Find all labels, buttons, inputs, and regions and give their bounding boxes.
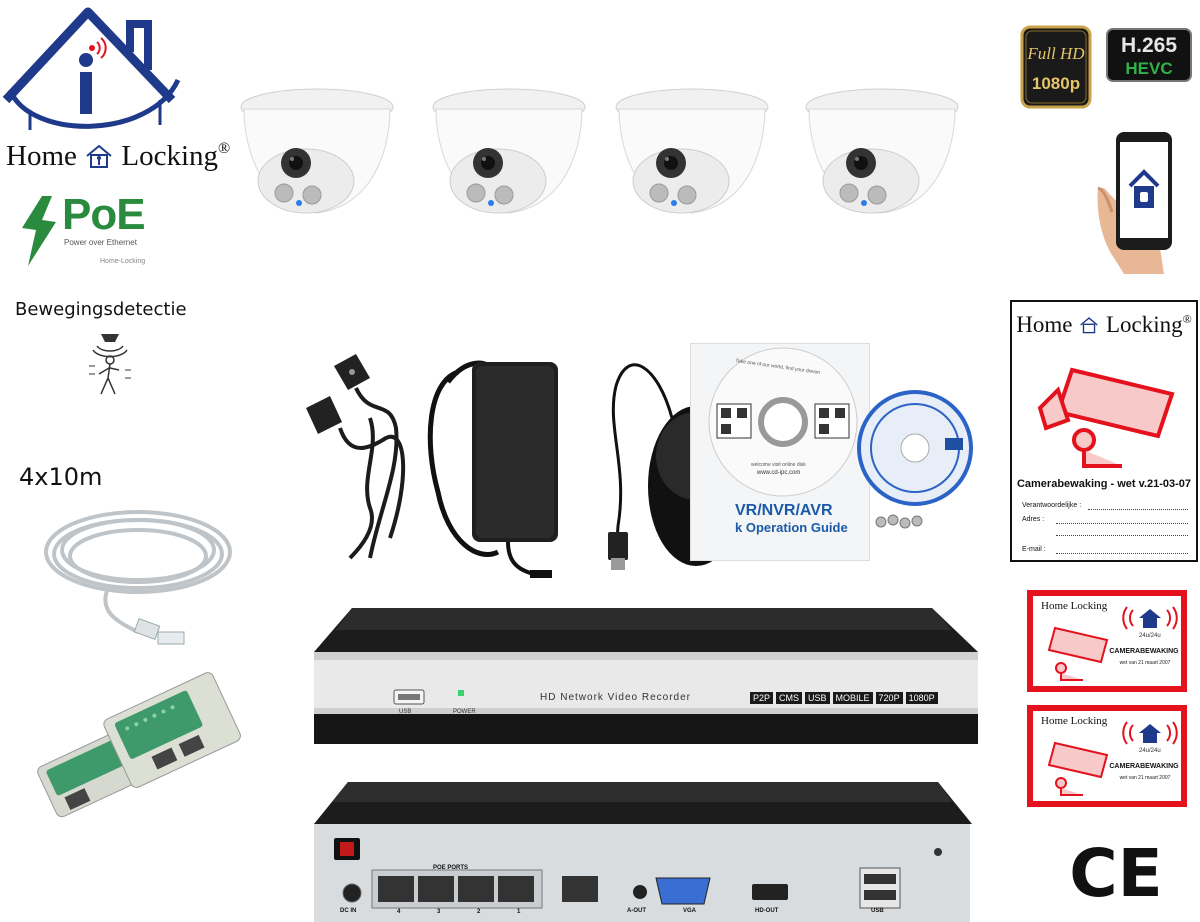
ce-text: CE bbox=[1069, 838, 1163, 904]
guide-title-line2: k Operation Guide bbox=[735, 520, 848, 535]
fullhd-badge: Full HD 1080p bbox=[1020, 25, 1092, 109]
poe-credit: Home-Locking bbox=[100, 258, 146, 265]
poe-ports-label: POE PORTS bbox=[433, 865, 469, 871]
dc-in-label: DC IN bbox=[340, 908, 357, 914]
wifi-icon bbox=[1122, 721, 1178, 745]
poe-port-number: 1 bbox=[517, 909, 521, 915]
dome-camera-4 bbox=[805, 88, 959, 214]
vga-label: VGA bbox=[683, 908, 697, 914]
nvr-feature-badges: P2P CMS USB MOBILE 720P 1080P bbox=[750, 692, 938, 704]
guide-cd-graphic bbox=[708, 347, 858, 497]
nvr-feature: USB bbox=[805, 692, 830, 704]
sticker-hours: 24u/24u bbox=[1139, 748, 1161, 754]
sticker-title: CAMERABEWAKING bbox=[1109, 763, 1179, 770]
brand-name-left: Home bbox=[6, 140, 77, 172]
cctv-icon bbox=[1047, 626, 1109, 681]
poe-subtitle: Power over Ethernet bbox=[64, 238, 137, 247]
house-small-icon bbox=[86, 144, 112, 168]
nvr-front-usb-label: USB bbox=[399, 709, 412, 715]
audio-out-label: A-OUT bbox=[627, 908, 646, 914]
sticker-brand: Home Locking bbox=[1041, 600, 1108, 612]
sign-registered: ® bbox=[1182, 312, 1192, 326]
nvr-feature: MOBILE bbox=[832, 692, 873, 704]
phone-icon bbox=[1097, 132, 1172, 274]
screws-image bbox=[875, 514, 923, 529]
dome-camera-2 bbox=[432, 88, 586, 214]
lightning-icon bbox=[22, 196, 56, 266]
fullhd-bottom-text: 1080p bbox=[1032, 74, 1080, 93]
camera-icon bbox=[632, 148, 730, 214]
wifi-icon bbox=[1122, 606, 1178, 630]
nvr-feature: 720P bbox=[875, 692, 903, 704]
guide-qr-caption: welcome visit online disk bbox=[751, 462, 806, 468]
guide-title-line1: VR/NVR/AVR bbox=[735, 502, 833, 519]
fullhd-top-text: Full HD bbox=[1026, 44, 1085, 63]
poe-logo bbox=[22, 196, 56, 266]
camera-icon bbox=[257, 148, 355, 214]
codec-top-text: H.265 bbox=[1121, 34, 1177, 57]
h265-badge: H.265 HEVC bbox=[1106, 28, 1192, 82]
poe-port-number: 2 bbox=[477, 909, 481, 915]
sign-brand-right: Locking bbox=[1105, 312, 1183, 337]
brand-logo bbox=[2, 7, 181, 130]
dome-camera-1 bbox=[240, 88, 394, 214]
camera-icon bbox=[822, 148, 920, 214]
dome-camera-3 bbox=[615, 88, 769, 214]
hd-out-label: HD-OUT bbox=[755, 908, 779, 914]
camera-surveillance-sign: Home Locking® Camerabewaking - wet v.21-… bbox=[1010, 300, 1198, 562]
sign-brand: Home Locking® bbox=[1012, 312, 1196, 338]
cable-length-label: 4x10m bbox=[19, 463, 103, 491]
nvr-feature: 1080P bbox=[905, 692, 938, 704]
nvr-back-image bbox=[314, 782, 972, 922]
usb-label: USB bbox=[871, 908, 884, 914]
house-small-icon bbox=[1080, 317, 1098, 334]
brand-name-right: Locking bbox=[121, 140, 219, 172]
nvr-front-image bbox=[314, 608, 978, 744]
sticker-brand: Home Locking bbox=[1041, 715, 1108, 727]
nvr-feature: P2P bbox=[750, 692, 774, 704]
camera-icon bbox=[449, 148, 547, 214]
surveillance-sticker-1: Home Locking 24u/24u CAMERABEWAKING wet … bbox=[1027, 590, 1187, 692]
ce-mark: CE bbox=[1069, 838, 1163, 904]
network-cable-image bbox=[44, 510, 232, 645]
sign-field-address: Adres : bbox=[1022, 516, 1045, 523]
guide-url: www.cd-ipc.com bbox=[757, 470, 801, 476]
registered-mark: ® bbox=[218, 140, 231, 157]
sticker-hours: 24u/24u bbox=[1139, 633, 1161, 639]
software-cd-image bbox=[857, 390, 973, 506]
nvr-model-label: HD Network Video Recorder bbox=[540, 692, 691, 703]
poe-port-number: 4 bbox=[397, 909, 401, 915]
poe-port-number: 3 bbox=[437, 909, 441, 915]
cctv-icon bbox=[1047, 741, 1109, 796]
poe-label: PoE bbox=[62, 190, 146, 239]
operation-guide: Take one of our world, find your dream w… bbox=[690, 343, 870, 561]
sign-title: Camerabewaking - wet v.21-03-07 bbox=[1016, 478, 1192, 490]
nvr-feature: CMS bbox=[776, 692, 803, 704]
power-cord-image bbox=[306, 354, 406, 560]
cable-tester-image bbox=[37, 672, 241, 818]
nvr-front-power-label: POWER bbox=[453, 709, 476, 715]
surveillance-sticker-2: Home Locking 24u/24u CAMERABEWAKING wet … bbox=[1027, 705, 1187, 807]
sign-field-responsible: Verantwoordelijke : bbox=[1022, 502, 1082, 509]
motion-sensor-icon bbox=[89, 334, 131, 395]
motion-detection-label: Bewegingsdetectie bbox=[15, 299, 187, 320]
power-adapter-image bbox=[427, 360, 558, 578]
cctv-icon bbox=[1037, 367, 1175, 468]
house-logo-icon bbox=[2, 7, 181, 130]
sticker-title: CAMERABEWAKING bbox=[1109, 648, 1179, 655]
sign-field-email: E-mail : bbox=[1022, 546, 1046, 553]
codec-bottom-text: HEVC bbox=[1125, 59, 1172, 78]
brand-wordmark: Home Locking® bbox=[6, 140, 230, 173]
sticker-subtitle: wet van 21 maart 2007 bbox=[1119, 775, 1171, 781]
sticker-subtitle: wet van 21 maart 2007 bbox=[1119, 660, 1171, 666]
sign-brand-left: Home bbox=[1016, 312, 1073, 337]
